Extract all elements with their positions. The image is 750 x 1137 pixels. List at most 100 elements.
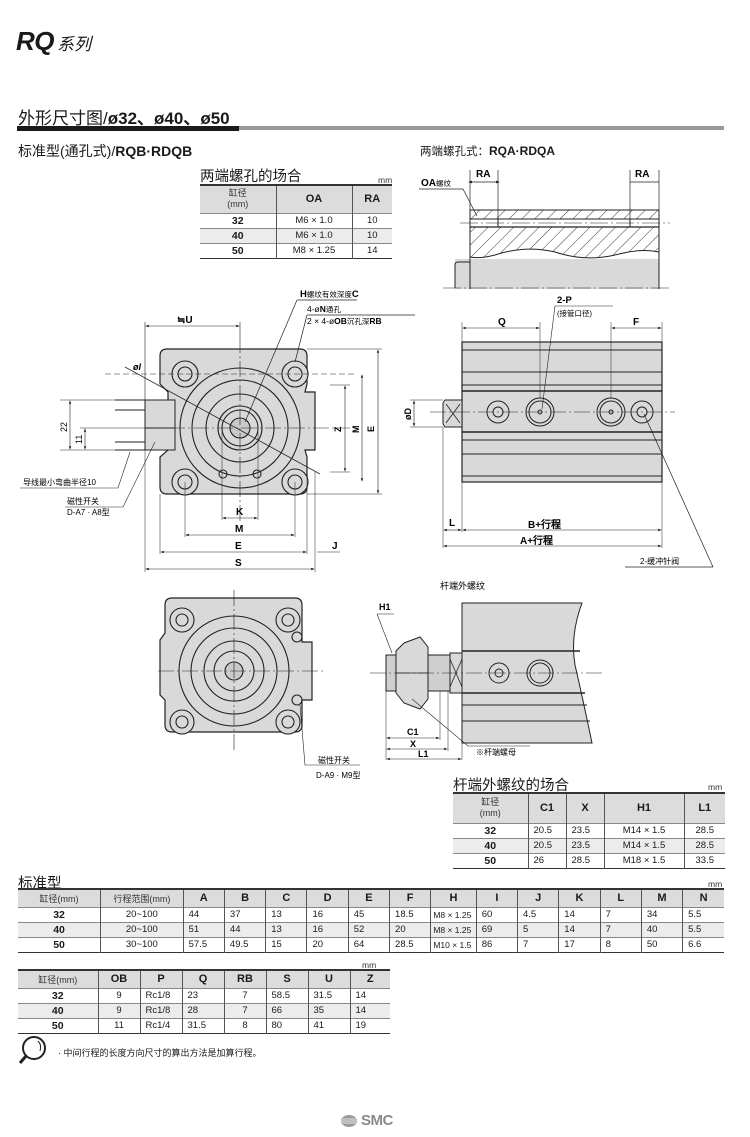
rod-end-male-title: 杆端外螺纹: [440, 580, 485, 591]
cell-l1: 33.5: [684, 852, 725, 868]
table-row: 32 20.5 23.5 M14 × 1.5 28.5: [453, 822, 725, 838]
section-title-sizes: ø32、ø40、ø50: [107, 109, 230, 128]
table-row: 40 M6 × 1.0 10: [200, 227, 392, 243]
cell-ra: 14: [352, 242, 392, 258]
subtitle-prefix: 标准型(通孔式)/: [18, 143, 116, 159]
table-cell: 23: [182, 987, 225, 1003]
hatched-top-wall: [469, 209, 660, 220]
cell-h1: M14 × 1.5: [604, 822, 685, 838]
s-label: S: [235, 558, 242, 569]
oa-label: OA螺纹: [421, 178, 451, 189]
port-label: 2-P: [557, 295, 572, 306]
u-label: ≒U: [177, 315, 193, 326]
cell-bore: 32: [453, 822, 529, 838]
table-cell: 5.5: [682, 921, 724, 937]
rod-end-table-unit: mm: [708, 782, 723, 792]
header-cell: J: [517, 889, 560, 907]
ob-hole-label: 2 × 4-øOB沉孔深RB: [307, 316, 382, 326]
table-cell: 9: [98, 1002, 141, 1018]
body-grooves: [462, 349, 662, 477]
table-cell: 31.5: [308, 987, 351, 1003]
table-cell: 28.5: [389, 936, 432, 952]
table-cell: 15: [265, 936, 308, 952]
ra-label-right: RA: [635, 169, 649, 180]
cell-x: 28.5: [566, 852, 605, 868]
table-cell: 80: [266, 1017, 309, 1033]
c1-label: C1: [407, 727, 419, 737]
switch-wires: [115, 399, 145, 451]
header-cell: M: [641, 889, 684, 907]
e-label: E: [235, 541, 242, 552]
table-cell: 14: [558, 921, 601, 937]
cell-l1: 28.5: [684, 822, 725, 838]
table-cell: 13: [265, 906, 308, 922]
cell-h1: M14 × 1.5: [604, 837, 685, 853]
header-bore: 缸径(mm): [453, 793, 529, 823]
rod-end-table-title: 杆端外螺纹的场合: [453, 778, 569, 794]
hatched-body: [469, 226, 660, 259]
table-cell: 44: [183, 906, 225, 922]
table-cell: 7: [517, 936, 560, 952]
subtitle2-model: RQA·RDQA: [489, 144, 555, 158]
smc-logo-text: SMC: [361, 1112, 393, 1129]
rod-end-male-thread-drawing: 杆端外螺纹 H1 C1 X L1 ※杆端螺母: [370, 580, 605, 760]
both-end-table-title: 两端螺孔的场合: [200, 169, 302, 185]
dim-11-label: 11: [74, 435, 84, 444]
a-stroke-label: A+行程: [520, 534, 553, 547]
table-row: 40 20.5 23.5 M14 × 1.5 28.5: [453, 837, 725, 853]
table-row: 50 26 28.5 M18 × 1.5 33.5: [453, 852, 725, 868]
dim-22-label: 22: [59, 422, 69, 432]
table-cell: 13: [265, 921, 308, 937]
switch-body-top: [144, 399, 176, 429]
header-cell: B: [224, 889, 267, 907]
port-sub-label: (接管口径): [557, 308, 592, 318]
table-cell: 20~100: [100, 921, 184, 937]
header-cell: A: [183, 889, 225, 907]
table-cell: 64: [348, 936, 391, 952]
header-cell: N: [682, 889, 724, 907]
table-cell: 50: [18, 936, 102, 952]
series-suffix: 系列: [57, 35, 91, 54]
section-title: 外形尺寸图/ø32、ø40、ø50: [18, 104, 230, 129]
table-cell: 6.6: [682, 936, 724, 952]
header-cell: 行程范围(mm): [100, 889, 184, 907]
header-cell: Z: [350, 970, 390, 988]
header-cell: H: [430, 889, 477, 907]
rod-end: [442, 399, 463, 428]
table-cell: 50: [641, 936, 684, 952]
header-cell: C: [265, 889, 308, 907]
table-cell: 49.5: [224, 936, 267, 952]
table-row: 50 M8 × 1.25 14: [200, 242, 392, 258]
table-cell: 7: [600, 906, 642, 922]
h1-label: H1: [379, 602, 391, 612]
n-hole-label: 4-øN通孔: [307, 304, 341, 314]
series-code: RQ: [16, 26, 55, 56]
table-cell: 69: [476, 921, 519, 937]
e-label-vertical: E: [366, 426, 376, 432]
table-cell: 40: [641, 921, 684, 937]
table-cell: Rc1/8: [140, 1002, 183, 1018]
table-cell: 20~100: [100, 906, 184, 922]
subtitle-model: RQB·RDQB: [115, 143, 193, 159]
table-cell: 30~100: [100, 936, 184, 952]
table-cell: 28: [182, 1002, 225, 1018]
cell-ra: 10: [352, 212, 392, 228]
cell-c1: 20.5: [528, 837, 567, 853]
header-cell: 缸径(mm): [18, 889, 102, 907]
table-cell: 60: [476, 906, 519, 922]
header-cell: F: [389, 889, 432, 907]
l-label: L: [449, 518, 455, 529]
section-underline-dark: [17, 126, 239, 131]
header-cell: I: [476, 889, 519, 907]
switch-label: 磁性开关: [67, 496, 99, 506]
header-cell: P: [140, 970, 183, 988]
cell-x: 23.5: [566, 822, 605, 838]
table-cell: 18.5: [389, 906, 432, 922]
both-end-table-unit: mm: [378, 175, 393, 185]
cell-oa: M8 × 1.25: [276, 242, 353, 258]
